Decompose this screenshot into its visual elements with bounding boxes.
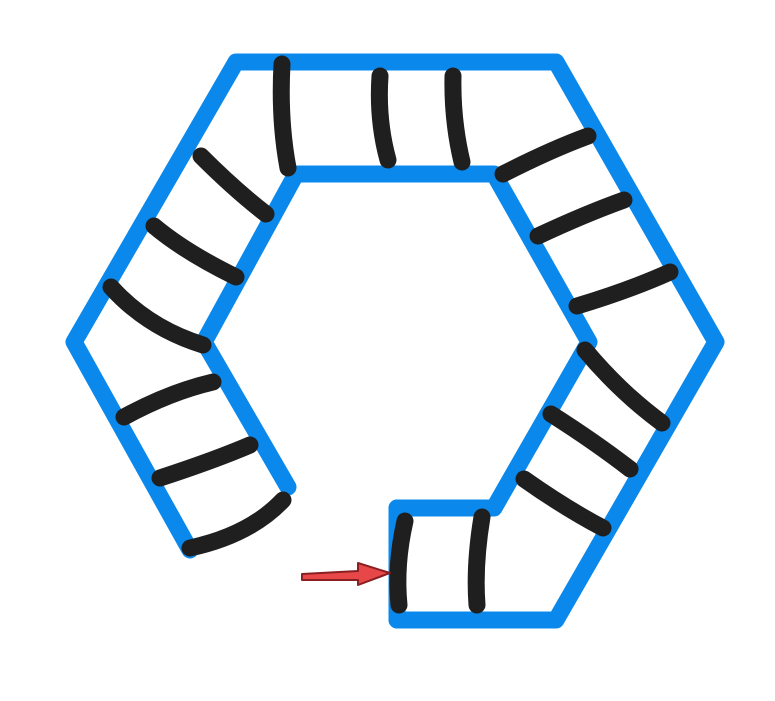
track-rung-12 xyxy=(568,263,679,315)
track-rung-17 xyxy=(467,508,491,614)
track-rungs xyxy=(102,55,679,614)
track-rung-8 xyxy=(370,67,397,169)
track-rung-3 xyxy=(115,373,222,426)
track-rung-5 xyxy=(145,217,245,286)
track-rung-6 xyxy=(192,147,275,223)
track-rung-7 xyxy=(272,55,297,177)
track-rung-1 xyxy=(181,491,292,557)
track-rung-15 xyxy=(515,470,612,537)
track-rung-2 xyxy=(151,436,259,487)
track-rung-10 xyxy=(494,127,597,183)
track-outer-edge xyxy=(65,53,725,629)
arrow-icon xyxy=(301,562,391,586)
track-rung-14 xyxy=(542,405,639,478)
track-inner-edge xyxy=(195,165,598,517)
track-rung-11 xyxy=(529,191,633,245)
track-rung-4 xyxy=(102,278,212,354)
track-rung-9 xyxy=(444,67,471,171)
start-arrow-icon xyxy=(301,562,391,586)
track-rung-13 xyxy=(576,341,671,432)
track-rung-16 xyxy=(389,512,414,614)
